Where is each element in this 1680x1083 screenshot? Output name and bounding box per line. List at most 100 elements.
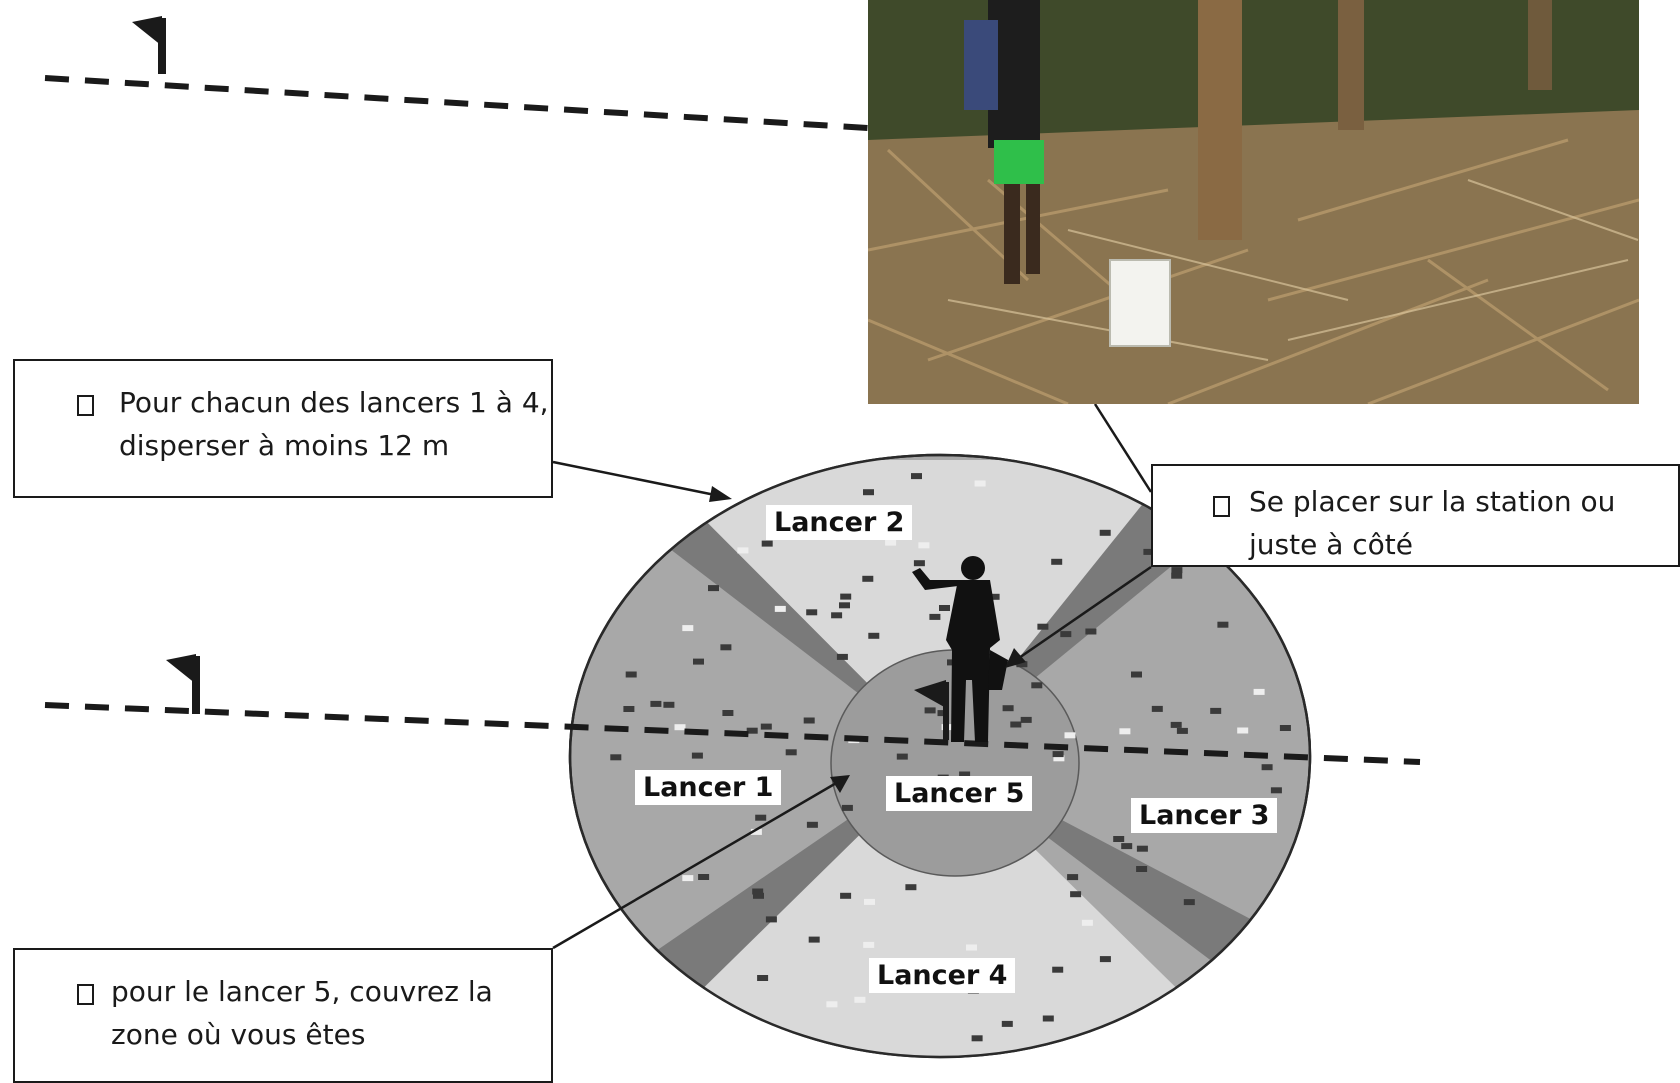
seed-dot (1085, 628, 1097, 635)
photo-connector-line (1093, 403, 1153, 493)
seed-dot (708, 585, 719, 592)
seed-dot (722, 710, 734, 716)
checkbox-icon (77, 984, 94, 1005)
person-silhouette-icon (912, 556, 1008, 742)
label-lancer-1: Lancer 1 (635, 770, 782, 805)
seed-dot (1052, 966, 1064, 973)
seed-dot (1183, 899, 1195, 906)
seed-dot (959, 771, 971, 778)
seed-dot (785, 749, 797, 756)
seed-dot (752, 888, 764, 895)
callout-line-2: zone où vous êtes (111, 1018, 366, 1051)
seed-dot (1001, 1020, 1013, 1027)
seed-dot (864, 898, 875, 905)
seed-dot (625, 671, 637, 678)
seed-dot (1052, 751, 1064, 758)
seed-dot (1016, 661, 1028, 668)
seed-dot (1170, 721, 1182, 728)
seed-dot (1002, 705, 1014, 712)
seed-dot (1176, 727, 1188, 734)
seed-dot (693, 658, 704, 665)
bucket (1109, 259, 1171, 347)
checkbox-icon (77, 395, 94, 416)
seed-dot (1031, 682, 1043, 689)
seed-dot (863, 941, 875, 948)
seed-dot (803, 717, 815, 724)
seed-dot (1070, 891, 1082, 898)
seed-dot (1099, 529, 1111, 536)
flag-icon (166, 654, 200, 714)
seed-dot (905, 884, 917, 891)
seed-dot (757, 975, 769, 981)
seed-dot (929, 613, 941, 620)
callout-arrow (552, 775, 850, 950)
seed-dot (755, 814, 767, 821)
seed-dot (974, 480, 986, 487)
callout-arrow (552, 460, 732, 502)
seed-dot (840, 593, 852, 600)
sector-lancer-4 (620, 756, 1260, 1057)
seed-dot (610, 754, 622, 761)
seed-dot (753, 892, 764, 899)
seed-dot (831, 612, 843, 619)
seed-dot (1060, 631, 1072, 638)
seed-dot (1253, 688, 1265, 695)
seed-dot (1136, 845, 1148, 852)
seed-dot (1121, 843, 1133, 850)
seed-dot (1171, 567, 1183, 574)
seed-dot (623, 706, 635, 712)
callout-line-2: juste à côté (1249, 528, 1414, 561)
seed-dot (971, 1035, 983, 1042)
seed-dot (808, 936, 820, 943)
seed-dot (682, 875, 694, 882)
seed-dot (1210, 707, 1222, 714)
flag-icon (132, 16, 166, 74)
callout-throws-1-4: Pour chacun des lancers 1 à 4, disperser… (13, 359, 553, 498)
seed-dot (839, 602, 850, 609)
seed-dot (1119, 728, 1131, 735)
seed-dot (1081, 919, 1093, 926)
callout-line-1: pour le lancer 5, couvrez la (111, 975, 493, 1008)
seed-dot (774, 605, 786, 612)
seed-dot (868, 632, 880, 639)
seed-dot (913, 560, 925, 567)
seed-dot (1131, 671, 1142, 678)
seed-dot (761, 540, 773, 547)
seed-dot (1042, 1015, 1054, 1022)
seed-dot (674, 724, 686, 731)
seed-dot (896, 753, 908, 760)
seed-dot (765, 916, 777, 923)
seed-dot (1270, 787, 1282, 794)
upper-transect-line (44, 75, 869, 131)
label-lancer-5: Lancer 5 (886, 776, 1033, 811)
field-photo (868, 0, 1639, 404)
seed-dot (720, 644, 732, 651)
field-worker (964, 0, 1044, 284)
seed-dot (1113, 836, 1125, 842)
seed-dot (1171, 572, 1183, 579)
seed-dot (806, 821, 818, 828)
seed-dot (1279, 725, 1291, 731)
label-lancer-4: Lancer 4 (869, 958, 1016, 993)
seed-dot (1010, 721, 1022, 728)
seed-dot (1217, 621, 1229, 628)
seed-dot (939, 605, 950, 611)
flag-icon (914, 680, 949, 740)
seed-dot (1037, 623, 1049, 630)
seed-dot (885, 539, 897, 546)
seed-dot (836, 653, 848, 660)
seed-dot (1067, 874, 1079, 881)
seed-dot (1099, 956, 1111, 963)
seed-dot (760, 723, 772, 730)
seed-dot (862, 575, 874, 582)
seed-dot (1143, 548, 1155, 555)
seed-dot (682, 625, 694, 632)
callout-station: Se placer sur la station ou juste à côté (1151, 464, 1680, 567)
seed-dot (988, 593, 1000, 600)
checkbox-icon (1213, 496, 1230, 517)
seed-dot (1136, 866, 1148, 872)
seed-dot (841, 804, 853, 811)
seed-dot (918, 542, 930, 549)
seed-dot (966, 944, 977, 951)
seed-dot (1051, 558, 1063, 565)
